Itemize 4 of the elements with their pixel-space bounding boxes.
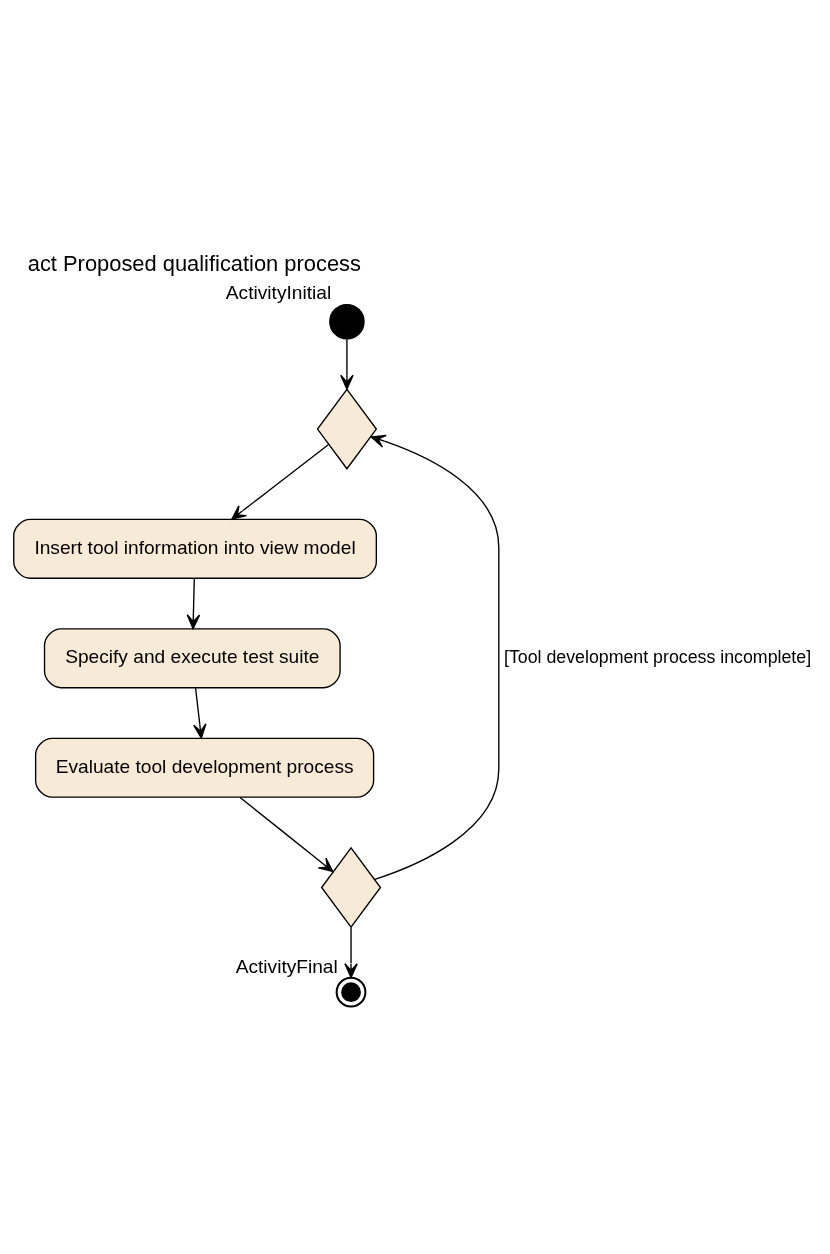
edge-label: [Tool development process incomplete] — [503, 646, 812, 667]
node-label: ActivityFinal — [235, 955, 338, 977]
diagram-title: act Proposed qualification process — [27, 250, 361, 276]
node-label: ActivityInitial — [225, 281, 332, 303]
